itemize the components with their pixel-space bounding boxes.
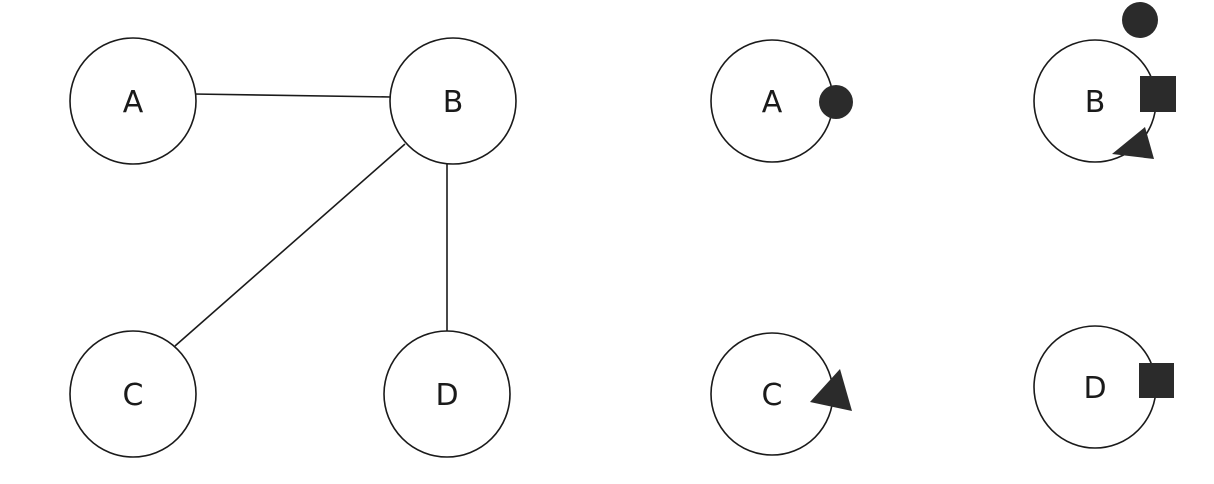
decomposed-node-d: D bbox=[1033, 325, 1174, 449]
edge-b-c bbox=[174, 143, 406, 347]
square-marker-icon bbox=[1140, 76, 1176, 112]
decomposed-node-c: C bbox=[710, 332, 852, 456]
node-c: C bbox=[69, 330, 197, 458]
connected-graph: A B C D bbox=[69, 37, 517, 458]
square-marker-icon bbox=[1139, 363, 1174, 398]
decomposed-node-d-label: D bbox=[1083, 371, 1106, 406]
triangle-marker-icon bbox=[1112, 127, 1154, 159]
decomposed-node-b: B bbox=[1033, 2, 1176, 163]
circle-marker-icon bbox=[1122, 2, 1158, 38]
node-b-label: B bbox=[443, 85, 464, 120]
decomposed-nodes: A B C D bbox=[710, 2, 1176, 456]
decomposed-node-c-label: C bbox=[762, 378, 783, 413]
decomposed-node-a-label: A bbox=[762, 85, 783, 120]
node-d: D bbox=[383, 330, 511, 458]
node-a: A bbox=[69, 37, 197, 165]
decomposed-node-b-label: B bbox=[1085, 85, 1106, 120]
circle-marker-icon bbox=[819, 85, 853, 119]
node-b: B bbox=[389, 37, 517, 165]
node-a-label: A bbox=[123, 85, 144, 120]
triangle-marker-icon bbox=[810, 369, 852, 411]
edge-a-b bbox=[192, 93, 392, 98]
decomposed-node-a: A bbox=[710, 39, 853, 163]
node-c-label: C bbox=[123, 378, 144, 413]
node-d-label: D bbox=[435, 378, 458, 413]
